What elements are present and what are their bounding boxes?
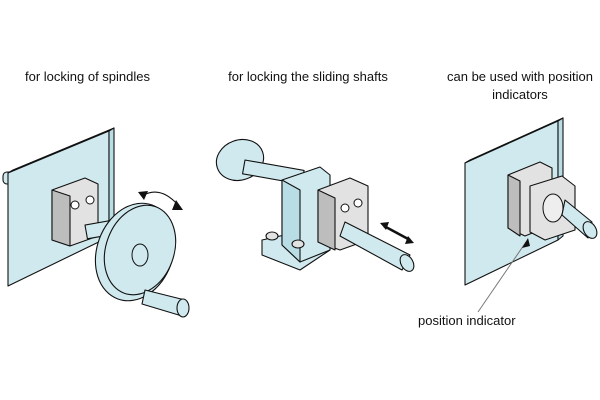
callout-line: [477, 241, 527, 313]
end-disc: [215, 138, 265, 182]
position-indicator-illustration: [464, 117, 598, 313]
rotation-arrow-icon: [141, 191, 179, 206]
caption-position-indicators: can be used with position indicators: [440, 68, 600, 104]
bolt-icon: [291, 239, 305, 249]
caption-line-2: indicators: [492, 87, 548, 102]
spindle-illustration: [2, 127, 190, 318]
screw-icon: [85, 195, 95, 205]
screw-icon: [70, 200, 80, 210]
caption-spindles: for locking of spindles: [24, 69, 150, 84]
sliding-shaft-illustration: [215, 138, 415, 272]
caption-line-1: can be used with position: [447, 69, 593, 84]
slide-arrow-icon: [383, 224, 411, 242]
hub: [131, 243, 149, 267]
position-indicator-label: position indicator: [418, 313, 516, 328]
clamp-side: [51, 189, 71, 247]
shaft-front: [339, 221, 411, 271]
caption-sliding-shafts: for locking the sliding shafts: [228, 69, 388, 84]
callout-arrowhead: [522, 238, 530, 248]
